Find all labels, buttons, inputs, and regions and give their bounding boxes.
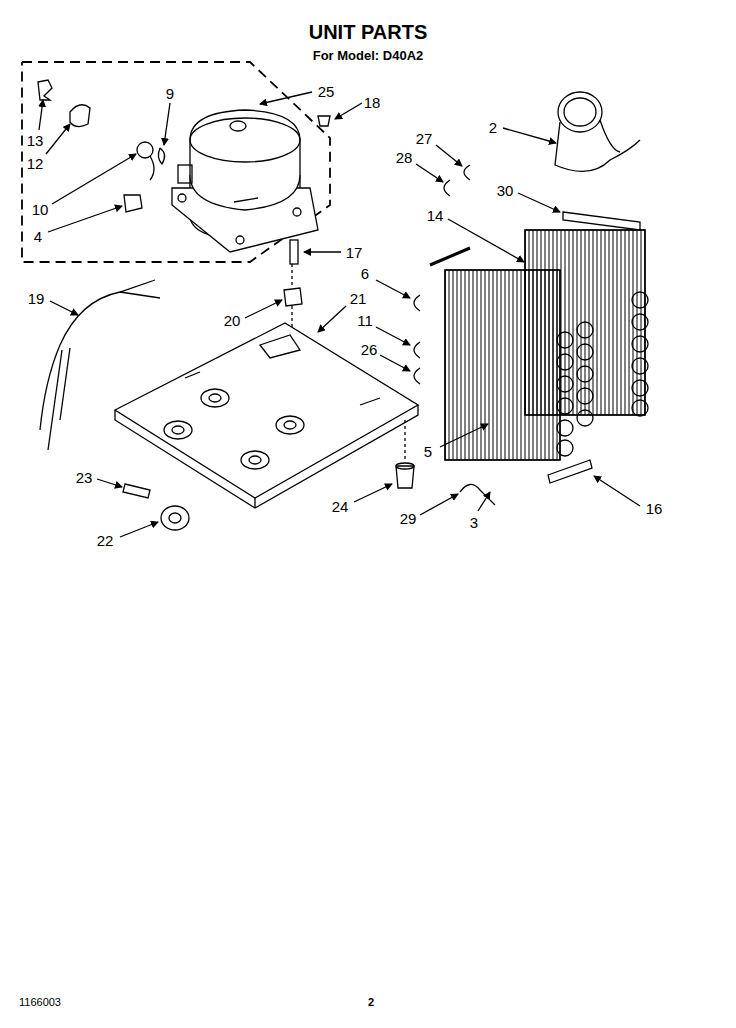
callout-number: 10 bbox=[32, 202, 49, 217]
callout-number: 30 bbox=[497, 183, 514, 198]
callout-number: 27 bbox=[416, 131, 433, 146]
callout-number: 25 bbox=[318, 84, 335, 99]
callout-number: 6 bbox=[361, 266, 369, 281]
callout-number: 16 bbox=[646, 501, 663, 516]
callout-number: 13 bbox=[27, 133, 44, 148]
callout-number: 22 bbox=[97, 533, 114, 548]
callout-number: 26 bbox=[361, 342, 378, 357]
callout-number: 24 bbox=[332, 499, 349, 514]
document-number: 1166003 bbox=[19, 997, 61, 1008]
callout-number: 20 bbox=[224, 313, 241, 328]
callout-number: 9 bbox=[166, 86, 174, 101]
page-number: 2 bbox=[368, 997, 374, 1008]
callout-number: 17 bbox=[346, 245, 363, 260]
callout-number: 28 bbox=[396, 150, 413, 165]
callout-number: 23 bbox=[76, 470, 93, 485]
callout-number: 4 bbox=[34, 229, 42, 244]
callout-number: 18 bbox=[364, 95, 381, 110]
diagram-title: UNIT PARTS bbox=[309, 22, 428, 42]
callout-number: 2 bbox=[489, 120, 497, 135]
callout-number: 29 bbox=[400, 511, 417, 526]
callout-number: 3 bbox=[470, 515, 478, 530]
callout-number: 12 bbox=[27, 156, 44, 171]
callout-number: 19 bbox=[28, 291, 45, 306]
callout-number: 14 bbox=[427, 208, 444, 223]
callout-number: 21 bbox=[350, 291, 367, 306]
callout-number: 11 bbox=[357, 313, 373, 328]
model-subtitle: For Model: D40A2 bbox=[313, 49, 424, 62]
callout-number: 5 bbox=[424, 444, 432, 459]
